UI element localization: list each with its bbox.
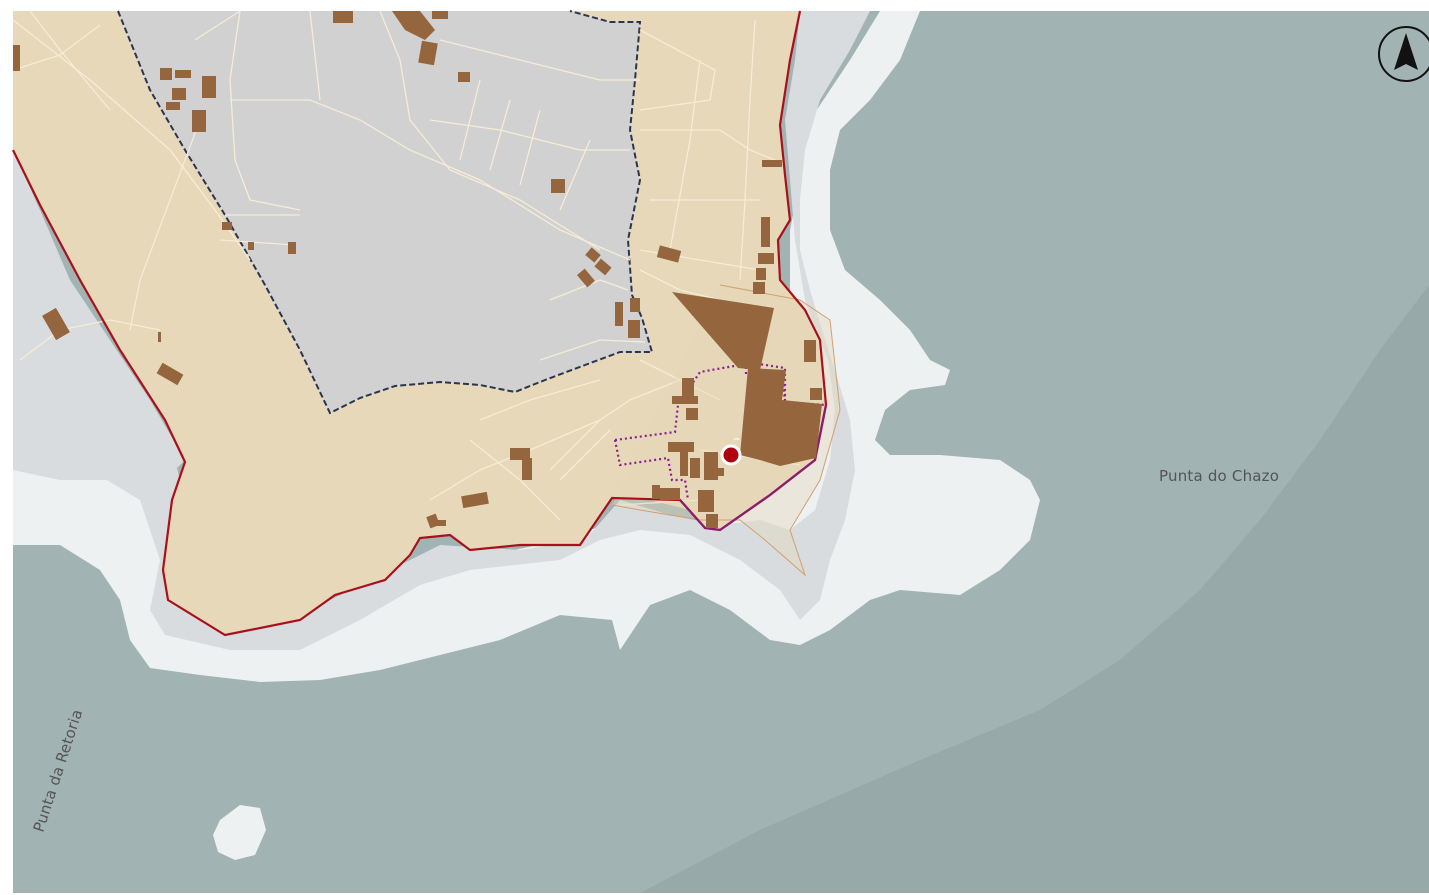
urban-boundary	[117, 10, 654, 415]
urban-area	[118, 11, 652, 413]
left-shore-area	[13, 150, 185, 500]
harbour-outline	[611, 284, 841, 577]
label-punta-chazo: Punta do Chazo	[1159, 467, 1279, 485]
municipal-boundary	[12, 10, 828, 637]
shore-area	[13, 11, 870, 650]
buildings	[13, 11, 822, 529]
north-arrow-icon	[1378, 26, 1429, 82]
marker-tick	[733, 438, 740, 441]
site-marker[interactable]	[720, 444, 742, 466]
beach-area	[13, 11, 1040, 682]
boundary-segment	[679, 404, 828, 532]
islet	[213, 805, 266, 860]
deep-sea-area	[640, 285, 1429, 893]
